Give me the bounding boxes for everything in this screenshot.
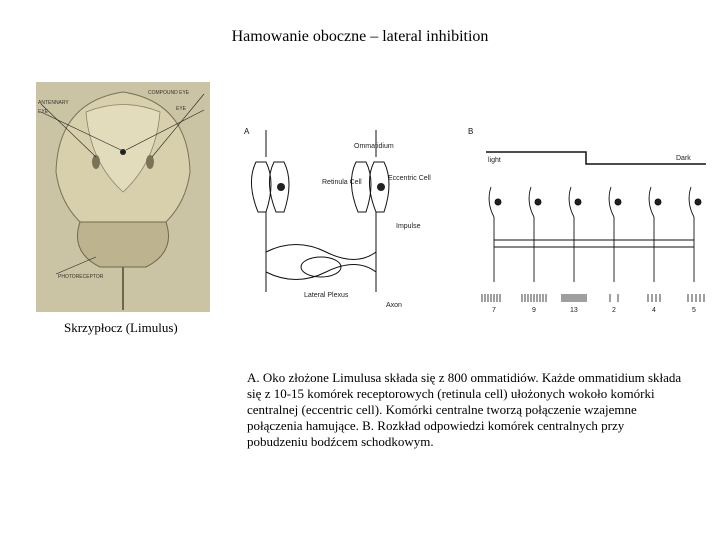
photo-label-right-2: EYE <box>176 106 187 112</box>
count-5: 4 <box>652 307 656 314</box>
label-eccentric-cell: Eccentric Cell <box>388 175 431 182</box>
photo-caption: Skrzypłocz (Limulus) <box>64 320 178 335</box>
limulus-photo: ANTENNARY EYE COMPOUND EYE EYE PHOTORECE… <box>36 82 210 312</box>
label-dark: Dark <box>676 155 691 162</box>
page-title: Hamowanie oboczne – lateral inhibition <box>231 28 489 45</box>
count-6: 5 <box>692 307 696 314</box>
count-4: 2 <box>612 307 616 314</box>
count-3: 13 <box>570 307 578 314</box>
label-ommatidium: Ommatidium <box>354 143 394 150</box>
panel-a-label: A <box>244 127 250 136</box>
photo-label-left-1: ANTENNARY <box>38 100 69 106</box>
label-lateral-plexus: Lateral Plexus <box>304 292 349 299</box>
photo-label-right-1: COMPOUND EYE <box>148 90 190 96</box>
label-impulse: Impulse <box>396 223 421 230</box>
inhibition-diagram: A Ommatidium Retinula Cell Eccentric Cel… <box>236 122 710 316</box>
count-1: 7 <box>492 307 496 314</box>
label-axon: Axon <box>386 302 402 309</box>
label-light: light <box>488 157 501 164</box>
figure-description: A. Oko złożone Limulusa składa się z 800… <box>247 370 682 449</box>
photo-label-left-2: EYE <box>38 109 49 115</box>
label-retinula-cell: Retinula Cell <box>322 179 362 186</box>
count-2: 9 <box>532 307 536 314</box>
photo-label-bottom: PHOTORECEPTOR <box>58 274 104 280</box>
panel-b-label: B <box>468 127 473 136</box>
